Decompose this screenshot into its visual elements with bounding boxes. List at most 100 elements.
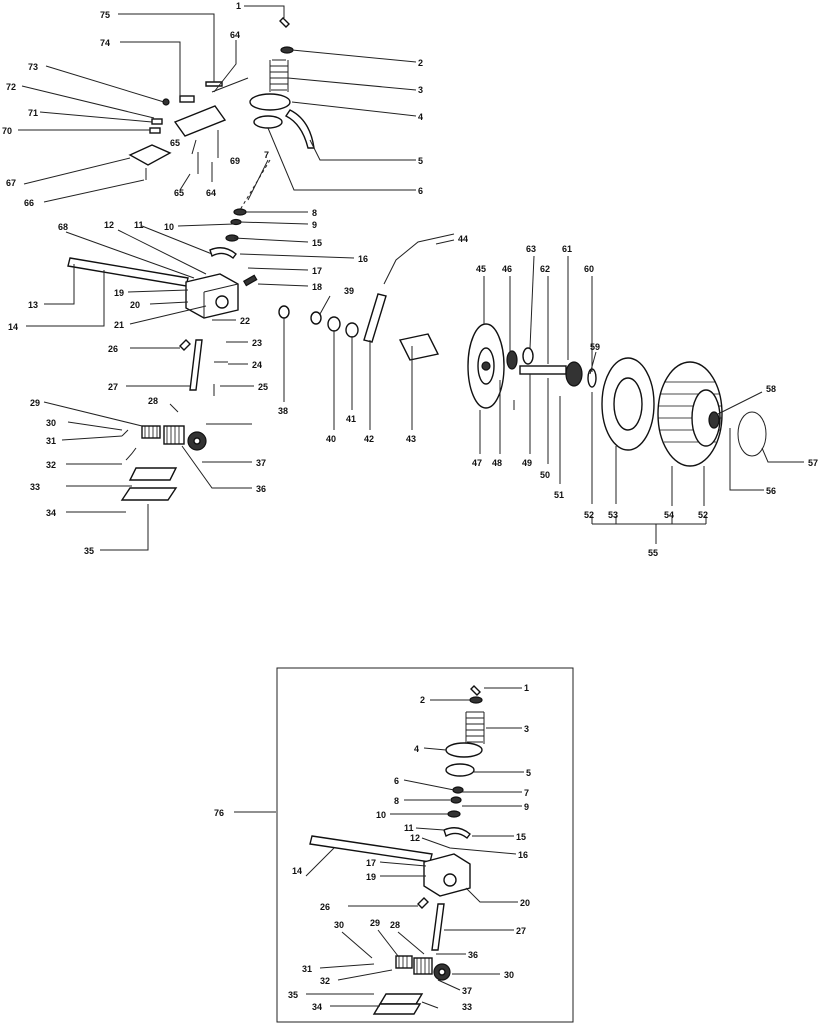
inset-callout-28: 28 xyxy=(390,920,400,930)
part-gear-29 xyxy=(141,425,161,439)
inset-callout-34: 34 xyxy=(312,1002,322,1012)
callout-6: 6 xyxy=(418,186,423,196)
inset-callout-33: 33 xyxy=(462,1002,472,1012)
callout-2: 2 xyxy=(418,58,423,68)
callout-9: 9 xyxy=(312,220,317,230)
callout-12: 12 xyxy=(104,220,114,230)
part-lever-18 xyxy=(242,274,258,287)
callout-65-lower: 65 xyxy=(170,138,180,148)
part-cable-44 xyxy=(383,233,455,285)
callout-45: 45 xyxy=(476,264,486,274)
part-washer-71 xyxy=(151,118,163,125)
inset-callout-30-left: 30 xyxy=(334,920,344,930)
part-axle-49 xyxy=(519,365,567,375)
part-bushing-38 xyxy=(278,305,290,319)
callout-25: 25 xyxy=(258,382,268,392)
callout-27: 27 xyxy=(108,382,118,392)
callout-8: 8 xyxy=(312,208,317,218)
callout-11: 11 xyxy=(134,220,144,230)
part-hubcap-58 xyxy=(708,411,720,429)
part-rod-7 xyxy=(239,159,271,211)
inset-assembly-box: 76 xyxy=(214,667,574,1023)
callout-63: 63 xyxy=(526,244,536,254)
inset-callout-30-right: 30 xyxy=(504,970,514,980)
inset-spring-3 xyxy=(465,711,485,744)
callout-56: 56 xyxy=(766,486,776,496)
part-gear-50 xyxy=(565,361,583,387)
part-base-67 xyxy=(128,144,172,166)
main-exploded-view xyxy=(67,17,767,501)
inset-callout-27: 27 xyxy=(516,926,526,936)
part-gear-36 xyxy=(163,425,185,445)
inset-disc-4 xyxy=(445,742,483,758)
inset-gear-36 xyxy=(413,957,433,975)
inset-callout-26: 26 xyxy=(320,902,330,912)
callout-58: 58 xyxy=(766,384,776,394)
part-tire-54 xyxy=(657,361,723,467)
part-nut-2 xyxy=(280,46,294,54)
callout-51: 51 xyxy=(554,490,564,500)
callout-71: 71 xyxy=(28,108,38,118)
callout-64-lower: 64 xyxy=(206,188,216,198)
callout-33: 33 xyxy=(30,482,40,492)
inset-callout-37: 37 xyxy=(462,986,472,996)
callout-74: 74 xyxy=(100,38,110,48)
callout-40: 40 xyxy=(326,434,336,444)
part-clip-31 xyxy=(121,429,129,437)
callout-15: 15 xyxy=(312,238,322,248)
callout-7: 7 xyxy=(264,150,269,160)
part-rod-64 xyxy=(211,77,249,93)
inset-callout-4: 4 xyxy=(414,744,419,754)
part-washer-41 xyxy=(345,322,359,338)
assembly-label-76: 76 xyxy=(214,808,224,818)
callout-16: 16 xyxy=(358,254,368,264)
inset-callout-9: 9 xyxy=(524,802,529,812)
callout-17: 17 xyxy=(312,266,322,276)
callout-18: 18 xyxy=(312,282,322,292)
callout-10: 10 xyxy=(164,222,174,232)
part-arm-42 xyxy=(363,293,387,343)
part-bracket-43 xyxy=(398,333,440,361)
callout-50: 50 xyxy=(540,470,550,480)
part-disc-4 xyxy=(249,93,291,111)
part-ring-63 xyxy=(522,347,534,365)
inset-callout-3: 3 xyxy=(524,724,529,734)
callout-31: 31 xyxy=(46,436,56,446)
callout-3: 3 xyxy=(418,85,423,95)
callout-70: 70 xyxy=(2,126,12,136)
inset-callout-20: 20 xyxy=(520,898,530,908)
part-clip-32 xyxy=(125,447,137,461)
callout-49: 49 xyxy=(522,458,532,468)
callout-14: 14 xyxy=(8,322,18,332)
part-bracket-69 xyxy=(173,105,227,137)
callout-53: 53 xyxy=(608,510,618,520)
callout-30: 30 xyxy=(46,418,56,428)
callout-35: 35 xyxy=(84,546,94,556)
part-washer-40 xyxy=(327,316,341,332)
callout-21: 21 xyxy=(114,320,124,330)
part-spring-3 xyxy=(269,59,289,92)
part-bearing-46 xyxy=(506,350,518,370)
inset-callout-11: 11 xyxy=(404,823,414,833)
callout-73: 73 xyxy=(28,62,38,72)
inset-plate-5 xyxy=(445,763,475,777)
callout-43: 43 xyxy=(406,434,416,444)
inset-callout-31: 31 xyxy=(302,964,312,974)
callout-52-left: 52 xyxy=(584,510,594,520)
callout-26: 26 xyxy=(108,344,118,354)
part-washer-8 xyxy=(233,208,247,216)
inset-callout-8: 8 xyxy=(394,796,399,806)
callout-54: 54 xyxy=(664,510,674,520)
callout-75: 75 xyxy=(100,10,110,20)
part-clip-74 xyxy=(179,95,195,103)
part-cable-16 xyxy=(209,247,237,259)
part-washer-70 xyxy=(149,127,161,134)
part-screw-top xyxy=(279,17,290,28)
callout-64-top: 64 xyxy=(230,30,240,40)
callout-62: 62 xyxy=(540,264,550,274)
part-plate-35 xyxy=(120,487,178,501)
callout-48: 48 xyxy=(492,458,502,468)
part-curved-arm-5 xyxy=(284,109,315,149)
callout-46: 46 xyxy=(502,264,512,274)
